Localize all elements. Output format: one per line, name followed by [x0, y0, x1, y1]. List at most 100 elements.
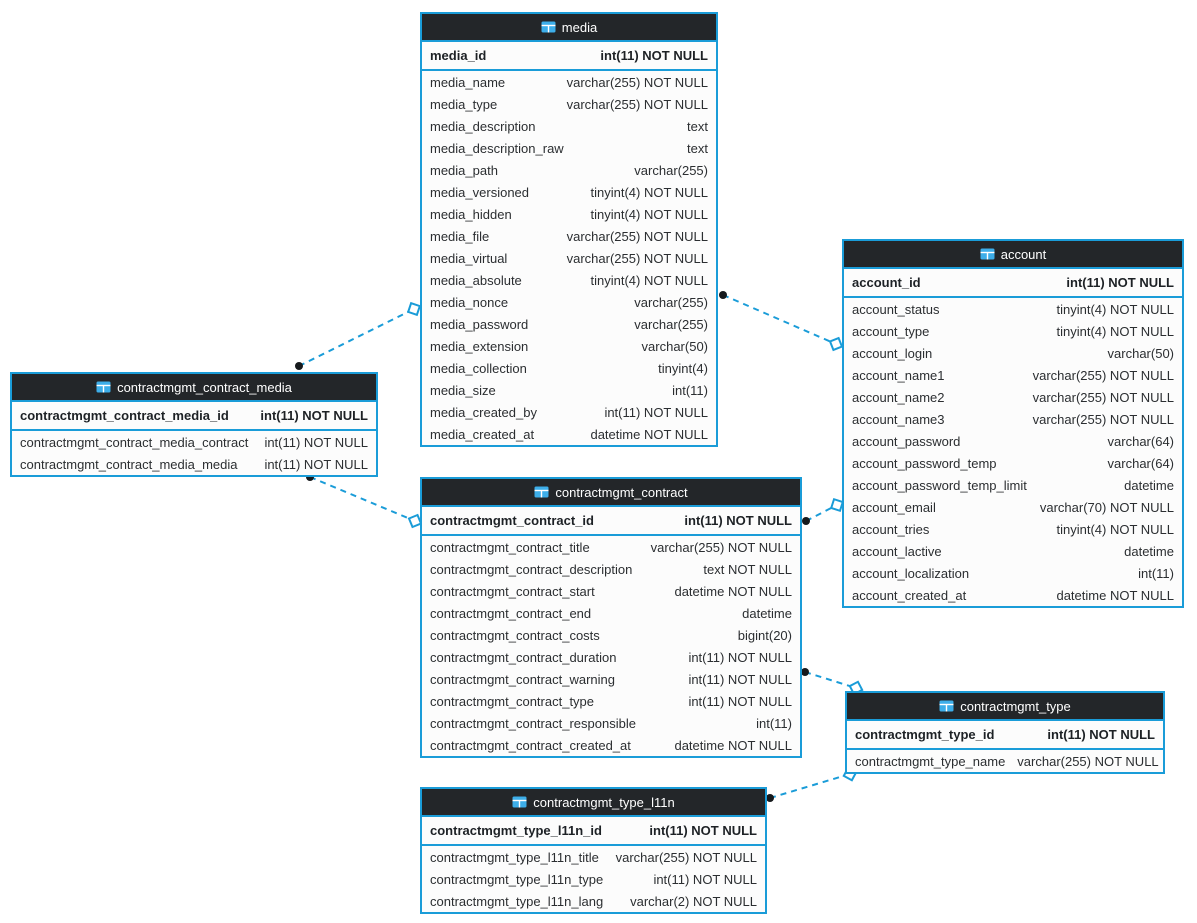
table-header-media[interactable]: media	[422, 14, 716, 42]
columns-section: media_name varchar(255) NOT NULL media_typ…	[422, 71, 716, 445]
column-type: datetime	[1124, 543, 1174, 559]
column-type: int(11) NOT NULL	[604, 404, 708, 420]
relation-endpoint-diamond	[829, 497, 845, 513]
column-type: int(11) NOT NULL	[264, 434, 368, 450]
column-name: media_type	[430, 96, 498, 112]
relation-contractmgmt_contract_media-to-media[interactable]	[295, 301, 422, 370]
column-type: int(11)	[672, 382, 708, 398]
relation-line[interactable]	[769, 773, 851, 799]
column-type: int(11) NOT NULL	[688, 649, 792, 665]
column-type: varchar(64)	[1107, 455, 1174, 471]
column-name: contractmgmt_contract_media_media	[20, 456, 238, 472]
column-type: tinyint(4) NOT NULL	[1056, 521, 1174, 537]
column-name: contractmgmt_type_l11n_title	[430, 849, 599, 865]
column-type: int(11)	[756, 715, 792, 731]
relation-contractmgmt_contract_media-to-contractmgmt_contract[interactable]	[306, 473, 423, 529]
column-name: account_tries	[852, 521, 930, 537]
table-header-contractmgmt_type_l11n[interactable]: contractmgmt_type_l11n	[422, 789, 765, 817]
column-name: media_created_by	[430, 404, 537, 420]
table-header-contractmgmt_contract[interactable]: contractmgmt_contract	[422, 479, 800, 507]
table-header-account[interactable]: account	[844, 241, 1182, 269]
column-name: account_name2	[852, 389, 945, 405]
column-type: varchar(255) NOT NULL	[566, 74, 708, 90]
column-type: int(11) NOT NULL	[649, 823, 757, 838]
table-header-contractmgmt_type[interactable]: contractmgmt_type	[847, 693, 1163, 721]
column-type: varchar(70) NOT NULL	[1039, 499, 1174, 515]
column-name: media_file	[430, 228, 490, 244]
column-type: varchar(255) NOT NULL	[1032, 389, 1174, 405]
column-name: account_name1	[852, 367, 945, 383]
column-name: account_email	[852, 499, 936, 515]
relation-line[interactable]	[309, 476, 416, 522]
column-type: tinyint(4) NOT NULL	[1056, 323, 1174, 339]
column-type: tinyint(4) NOT NULL	[590, 184, 708, 200]
relation-line[interactable]	[804, 671, 857, 689]
column-name: media_name	[430, 74, 506, 90]
column-name: account_name3	[852, 411, 945, 427]
relation-line[interactable]	[805, 504, 838, 522]
relation-contractmgmt_contract-to-account[interactable]	[802, 497, 845, 525]
column-name: account_password_temp	[852, 455, 997, 471]
column-type: int(11) NOT NULL	[1047, 727, 1155, 742]
relation-media-to-account[interactable]	[719, 291, 844, 352]
table-contractmgmt_type[interactable]: contractmgmt_type contractmgmt_type_id int…	[845, 691, 1165, 774]
table-header-contractmgmt_contract_media[interactable]: contractmgmt_contract_media	[12, 374, 376, 402]
column-row: account_password_temp varchar(64)	[844, 452, 1182, 474]
column-name: contractmgmt_type_name	[855, 753, 1006, 769]
relation-endpoint-dot	[802, 517, 810, 525]
column-type: text NOT NULL	[703, 561, 792, 577]
table-contractmgmt_contract_media[interactable]: contractmgmt_contract_media contractmgmt_…	[10, 372, 378, 477]
column-row: media_name varchar(255) NOT NULL	[422, 71, 716, 93]
column-name: media_password	[430, 316, 529, 332]
column-name: contractmgmt_type_id	[855, 727, 995, 742]
column-type: datetime	[1124, 477, 1174, 493]
column-name: media_created_at	[430, 426, 535, 442]
column-type: varchar(255) NOT NULL	[650, 539, 792, 555]
column-type: tinyint(4) NOT NULL	[590, 206, 708, 222]
relation-endpoint-diamond	[407, 513, 423, 529]
table-title: contractmgmt_type_l11n	[533, 794, 675, 810]
primary-key-section: contractmgmt_type_id int(11) NOT NULL	[847, 721, 1163, 750]
table-contractmgmt_type_l11n[interactable]: contractmgmt_type_l11n contractmgmt_type_…	[420, 787, 767, 914]
column-name: contractmgmt_type_l11n_type	[430, 871, 604, 887]
column-type: varchar(255) NOT NULL	[1032, 411, 1174, 427]
column-type: int(11) NOT NULL	[684, 513, 792, 528]
relation-line[interactable]	[298, 308, 415, 367]
column-type: text	[687, 140, 708, 156]
column-name: media_versioned	[430, 184, 530, 200]
column-name: account_login	[852, 345, 933, 361]
column-name: contractmgmt_contract_type	[430, 693, 595, 709]
column-name: account_lactive	[852, 543, 942, 559]
column-type: tinyint(4)	[658, 360, 708, 376]
column-type: varchar(255) NOT NULL	[566, 250, 708, 266]
column-type: varchar(255) NOT NULL	[566, 96, 708, 112]
relation-line[interactable]	[722, 294, 837, 345]
relation-contractmgmt_type_l11n-to-contractmgmt_type[interactable]	[766, 766, 858, 802]
table-icon	[512, 796, 527, 808]
